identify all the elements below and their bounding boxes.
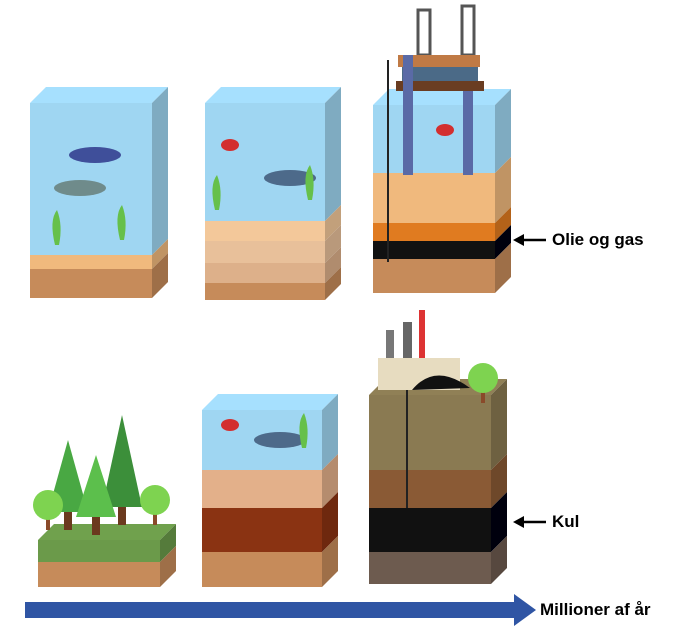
coal-label: Kul	[552, 512, 580, 531]
seaweed-icon	[212, 175, 221, 210]
round-tree-icon	[468, 363, 498, 403]
red-fish-icon	[221, 419, 239, 431]
oil-gas-label: Olie og gas	[552, 230, 644, 249]
coal-block	[369, 379, 507, 584]
ocean-block-1	[30, 87, 168, 298]
forest-block	[38, 524, 176, 587]
tree-icon	[102, 415, 142, 525]
oil-block	[373, 89, 511, 293]
red-fish-icon	[436, 124, 454, 136]
seaweed-icon	[52, 210, 61, 245]
oil-rig-icon	[387, 4, 484, 262]
red-fish-icon	[221, 139, 239, 151]
fish-icon	[264, 170, 316, 186]
seaweed-icon	[299, 413, 308, 448]
timeline-arrow	[25, 594, 536, 626]
tree-icon	[76, 455, 116, 535]
seaweed-icon	[117, 205, 126, 240]
seaweed-icon	[305, 165, 314, 200]
round-tree-icon	[140, 485, 170, 525]
ocean-block-2	[205, 87, 341, 300]
factory-icon	[378, 310, 470, 508]
oil-gas-pointer-arrow	[513, 234, 546, 246]
timeline-label: Millioner af år	[540, 600, 651, 619]
coal-pointer-arrow	[513, 516, 546, 528]
round-tree-icon	[33, 490, 63, 530]
fish-icon	[69, 147, 121, 163]
fish-icon	[54, 180, 106, 196]
fish-icon	[254, 432, 306, 448]
